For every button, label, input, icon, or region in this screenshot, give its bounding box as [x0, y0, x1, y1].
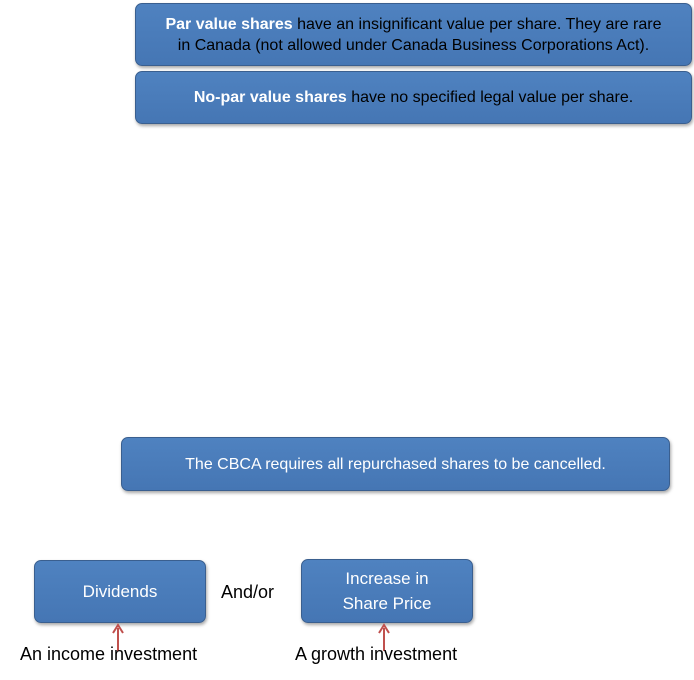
par-value-definition-box: Par value shares have an insignificant v…	[135, 3, 692, 66]
and-or-connector: And/or	[221, 582, 275, 602]
cbca-note-text: The CBCA requires all repurchased shares…	[185, 455, 606, 473]
share-price-label-line1: Increase in	[345, 569, 429, 588]
growth-investment-label: A growth investment	[295, 644, 458, 664]
income-investment-label: An income investment	[20, 644, 198, 664]
share-price-box: Increase in Share Price	[301, 559, 473, 623]
share-price-label-line2: Share Price	[342, 594, 432, 613]
par-value-description-line2: in Canada (not allowed under Canada Busi…	[177, 36, 650, 54]
cbca-note-box: The CBCA requires all repurchased shares…	[121, 437, 670, 491]
par-value-term: Par value shares	[165, 15, 293, 33]
dividends-label: Dividends	[82, 582, 158, 601]
no-par-value-definition-box: No-par value shares have no specified le…	[135, 71, 692, 124]
no-par-value-term: No-par value shares	[193, 89, 347, 106]
no-par-value-description: have no specified legal value per share.	[346, 89, 634, 106]
dividends-box: Dividends	[34, 560, 206, 623]
par-value-description: have an insignificant value per share. T…	[292, 15, 662, 33]
